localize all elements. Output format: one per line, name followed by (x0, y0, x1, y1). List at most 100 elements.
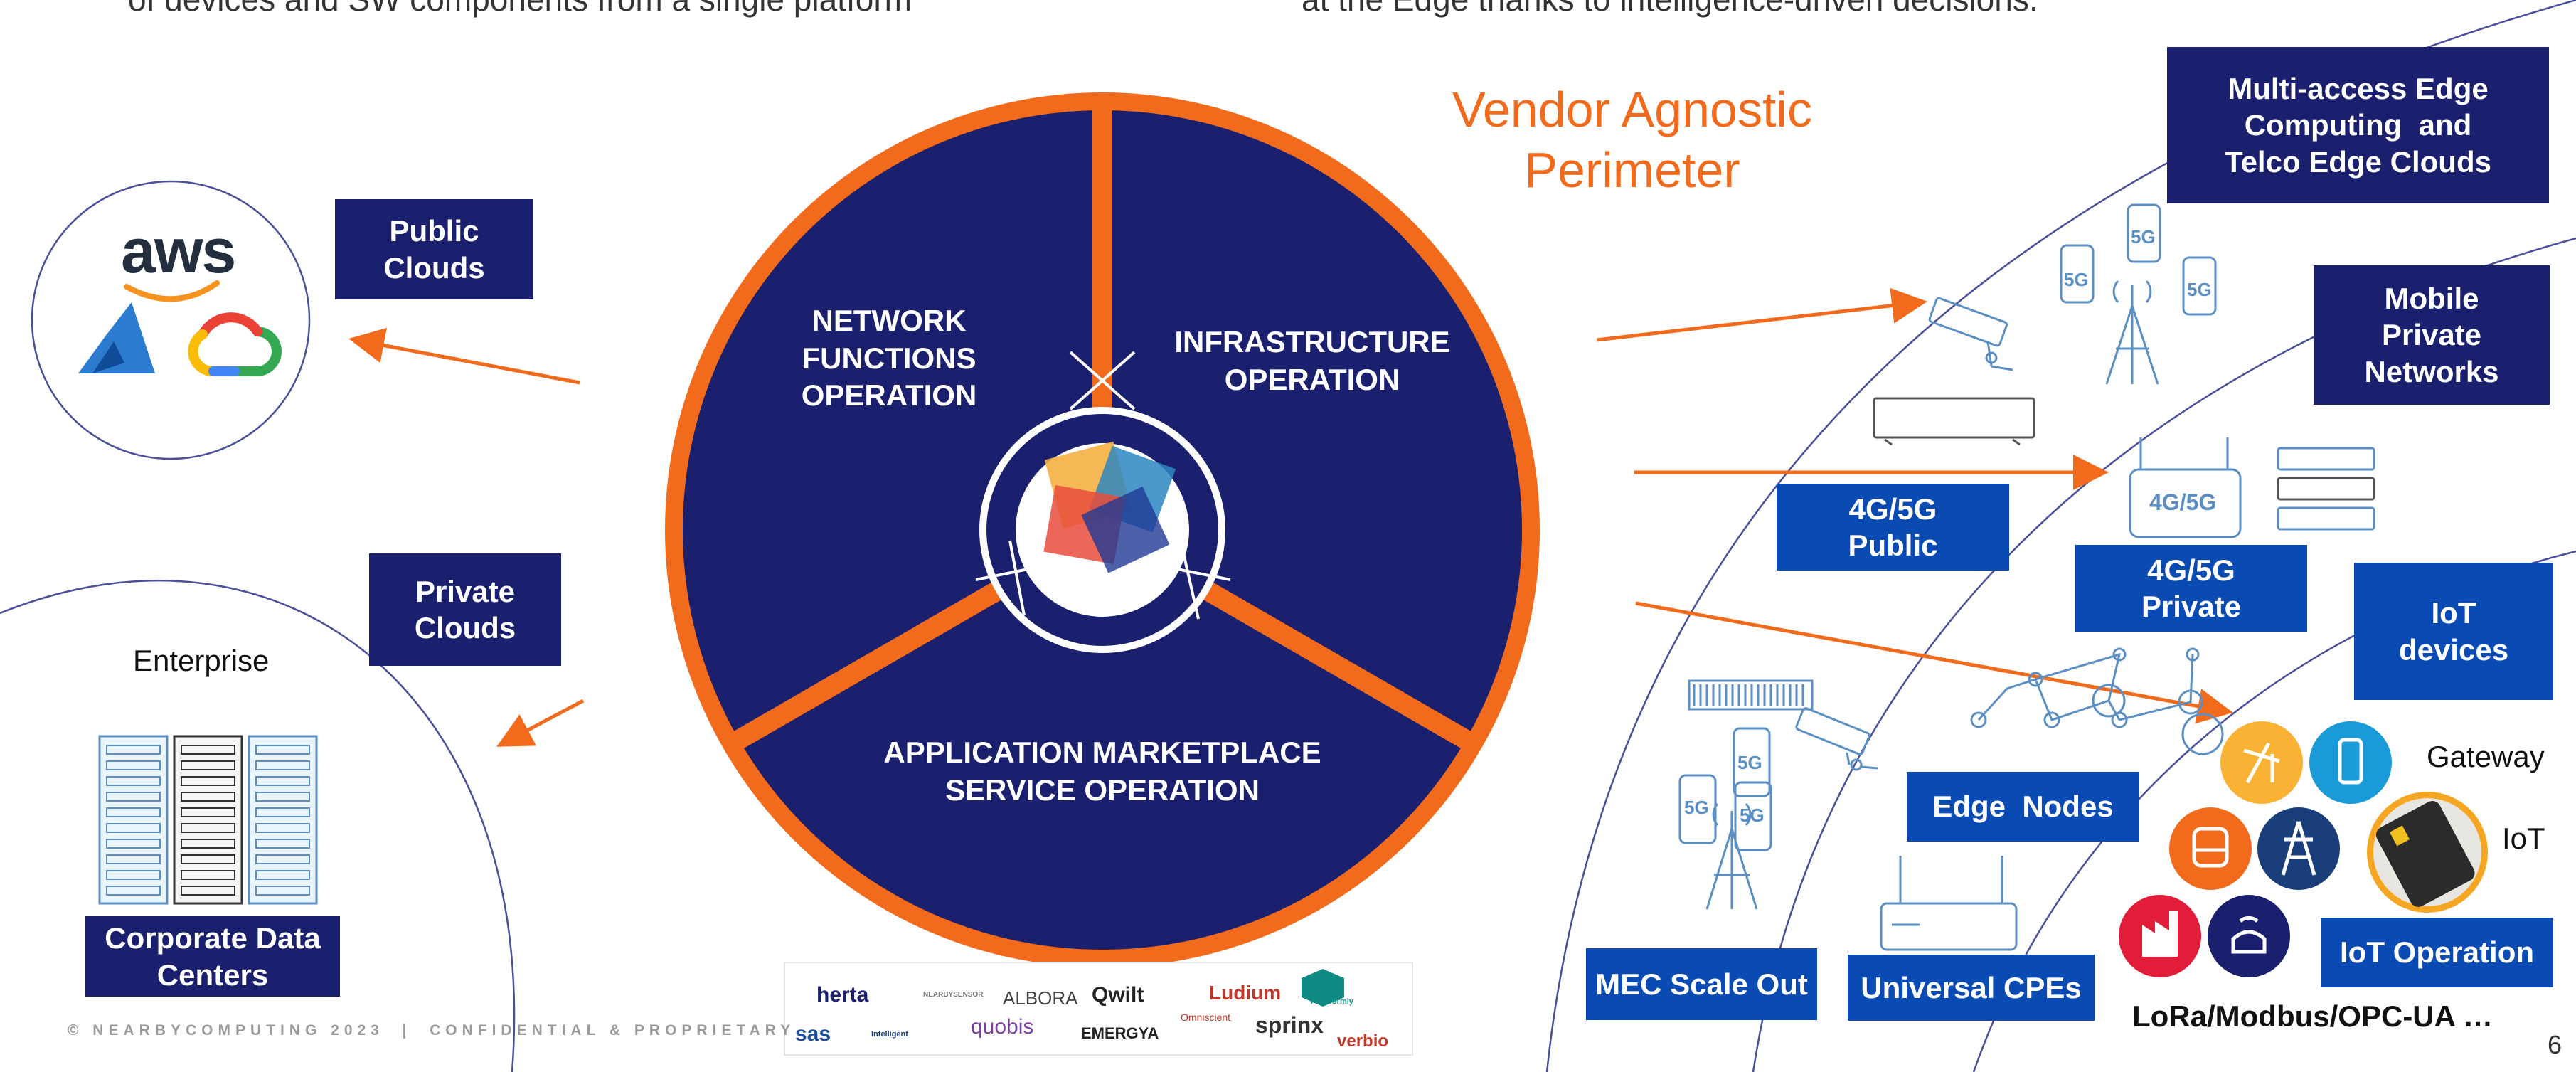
rack-slot (181, 807, 235, 817)
rack-slot (181, 823, 235, 833)
oil-pump-icon (2220, 721, 2303, 804)
rack-slot (255, 870, 310, 880)
rack-slot (181, 776, 235, 786)
router-4g5g-icon (2129, 437, 2242, 538)
iot-label: IoT (2502, 822, 2545, 855)
nearby-one-logo (1043, 441, 1176, 573)
rack-slot (106, 870, 161, 880)
server-racks-icon (98, 735, 318, 905)
aws-smile-icon (124, 280, 220, 302)
power-tower-icon (2257, 807, 2340, 890)
cctv-camera-top-icon (1928, 297, 2013, 371)
rack-slot (106, 823, 161, 833)
cloud-providers-circle (31, 180, 311, 460)
rack-slot (106, 807, 161, 817)
aws-logo: aws (121, 216, 236, 286)
nearbybox-gateway-icon (2367, 792, 2488, 913)
google-cloud-icon (188, 312, 282, 377)
enterprise-label: Enterprise (133, 644, 270, 677)
edge-server-box-icon (1873, 397, 2035, 446)
mec-scale-out-label: MEC Scale Out (1586, 948, 1817, 1020)
rack-slot (255, 823, 310, 833)
arrow-to-public-clouds (348, 327, 580, 385)
rack-slot (181, 854, 235, 864)
rack-slot (181, 792, 235, 802)
header-right-text: at the Edge thanks to intelligence-drive… (1302, 0, 2038, 18)
partner-logo-nearbysensor: NEARBYSENSOR (923, 991, 984, 999)
5g-badge-4: 5G (1684, 797, 1709, 818)
partner-logo-sas: sas (795, 1022, 831, 1046)
ucpe-router-icon (1880, 856, 2018, 951)
iot-circles (2119, 721, 2392, 977)
cctv-camera-bottom-icon (1795, 707, 1878, 771)
universal-cpes-label: Universal CPEs (1848, 955, 2095, 1021)
partner-logo-verbio: verbio (1337, 1031, 1389, 1051)
5g-badge-2: 5G (2131, 226, 2156, 248)
connection-arrows (348, 287, 2233, 747)
rack-slot (106, 839, 161, 849)
partner-logo-qwilt: Qwilt (1092, 983, 1144, 1007)
rack-slot (106, 854, 161, 864)
rack-slot (106, 760, 161, 770)
rack-slot (106, 886, 161, 896)
arrow-to-iot (1635, 601, 2233, 724)
device-icons (1678, 203, 2375, 951)
connected-car-icon (2208, 895, 2290, 977)
arrow-to-private-clouds (496, 699, 585, 747)
rack-slot (255, 839, 310, 849)
rack-servers-icon (2277, 447, 2375, 531)
rack-slot (181, 745, 235, 755)
rack-slot (255, 776, 310, 786)
rack-slot (255, 745, 310, 755)
partner-logo-omniscient: Omniscient (1181, 1012, 1231, 1023)
router-4g5g-badge: 4G/5G (2149, 489, 2217, 515)
rack-slot (255, 792, 310, 802)
partner-logo-plataformly: Plataformly (1311, 997, 1353, 1006)
page-number: 6 (2548, 1030, 2562, 1059)
smartphone-icon (2309, 721, 2392, 804)
cell-tower-top-icon (2060, 203, 2217, 385)
rack-slot (181, 839, 235, 849)
partner-logo-emergya: EMERGYA (1081, 1024, 1159, 1042)
partner-logo-sprinx: sprinx (1255, 1012, 1324, 1038)
partner-logo-herta: herta (816, 983, 869, 1007)
rack-slot (106, 792, 161, 802)
rack-slot (255, 807, 310, 817)
rack-slot (181, 886, 235, 896)
gateway-label: Gateway (2427, 740, 2545, 773)
rack-slot (181, 760, 235, 770)
cell-tower-bottom-icon (1678, 727, 1772, 910)
5g-badge-5: 5G (1737, 752, 1762, 773)
edge-nodes-graph-icon (1970, 647, 2224, 755)
edge-nodes-label: Edge Nodes (1907, 772, 2139, 842)
5g-badge-1: 5G (2064, 269, 2089, 290)
memory-module-icon (1688, 679, 1814, 711)
partner-logo-quobis: quobis (971, 1015, 1034, 1039)
arrow-to-mec (1596, 287, 1927, 342)
rack-slot (255, 886, 310, 896)
5g-badge-6: 5G (1740, 805, 1765, 826)
azure-icon (78, 302, 155, 373)
protocols-label: LoRa/Modbus/OPC-UA … (2132, 999, 2493, 1033)
rack-slot (181, 870, 235, 880)
rack-slot (106, 776, 161, 786)
rack-slot (255, 760, 310, 770)
rack-slot (255, 854, 310, 864)
rack-slot (106, 745, 161, 755)
iot-operation-label: IoT Operation (2321, 918, 2553, 987)
partner-logo-intelligent: Intelligent (871, 1030, 908, 1039)
operations-wheel (665, 92, 1540, 967)
